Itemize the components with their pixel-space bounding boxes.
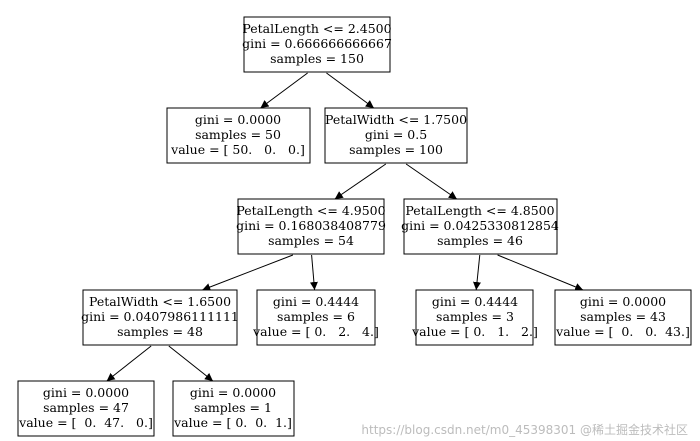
- node-line: PetalLength <= 4.9500: [236, 203, 385, 218]
- node-line: PetalLength <= 2.4500: [242, 21, 391, 36]
- tree-node-petallength-485: PetalLength <= 4.8500 gini = 0.042533081…: [401, 198, 559, 255]
- node-line: samples = 54: [268, 233, 354, 248]
- tree-node-petalwidth-165: PetalWidth <= 1.6500 gini = 0.0407986111…: [81, 289, 239, 346]
- tree-edge: [497, 254, 584, 291]
- tree-node-leaf-samples-6: gini = 0.4444 samples = 6 value = [ 0. 2…: [252, 289, 379, 346]
- tree-edge: [326, 72, 375, 109]
- node-line: samples = 48: [117, 324, 203, 339]
- node-line: samples = 100: [349, 142, 443, 157]
- tree-nodes: PetalLength <= 2.4500 gini = 0.666666666…: [17, 16, 692, 437]
- tree-edge: [405, 163, 458, 200]
- node-line: value = [ 0. 2. 4.]: [252, 324, 379, 339]
- node-line: samples = 1: [194, 400, 272, 415]
- node-line: value = [ 50. 0. 0.]: [170, 142, 305, 157]
- node-line: samples = 6: [277, 309, 355, 324]
- node-line: samples = 50: [195, 127, 281, 142]
- tree-node-leaf-setosa: gini = 0.0000 samples = 50 value = [ 50.…: [166, 107, 311, 164]
- node-line: samples = 47: [43, 400, 129, 415]
- tree-edge: [260, 72, 308, 109]
- tree-edge: [106, 345, 152, 382]
- tree-edge: [473, 254, 481, 291]
- tree-node-petalwidth-175: PetalWidth <= 1.7500 gini = 0.5 samples …: [324, 107, 468, 164]
- node-line: samples = 3: [436, 309, 514, 324]
- node-line: gini = 0.4444: [273, 294, 359, 309]
- tree-edge: [168, 345, 214, 382]
- node-line: gini = 0.0000: [580, 294, 666, 309]
- node-line: PetalWidth <= 1.7500: [325, 112, 467, 127]
- node-line: PetalWidth <= 1.6500: [89, 294, 231, 309]
- node-line: gini = 0.666666666667: [242, 36, 392, 51]
- node-line: value = [ 0. 1. 2.]: [411, 324, 538, 339]
- node-line: gini = 0.4444: [432, 294, 518, 309]
- watermark-text: https://blog.csdn.net/m0_45398301 @稀土掘金技…: [361, 422, 688, 437]
- tree-edges: [106, 72, 584, 382]
- node-line: value = [ 0. 47. 0.]: [18, 415, 153, 430]
- tree-node-leaf-samples-3: gini = 0.4444 samples = 3 value = [ 0. 1…: [411, 289, 538, 346]
- node-line: samples = 150: [270, 51, 364, 66]
- node-line: PetalLength <= 4.8500: [405, 203, 554, 218]
- tree-node-leaf-samples-43: gini = 0.0000 samples = 43 value = [ 0. …: [554, 289, 692, 346]
- tree-edge: [202, 254, 294, 291]
- node-line: samples = 46: [437, 233, 523, 248]
- tree-node-root: PetalLength <= 2.4500 gini = 0.666666666…: [242, 16, 392, 73]
- tree-node-leaf-samples-47: gini = 0.0000 samples = 47 value = [ 0. …: [17, 380, 155, 437]
- tree-edge: [309, 254, 318, 291]
- node-line: gini = 0.0000: [195, 112, 281, 127]
- tree-node-petallength-495: PetalLength <= 4.9500 gini = 0.168038408…: [236, 198, 386, 255]
- node-line: gini = 0.0425330812854: [401, 218, 559, 233]
- tree-edge: [334, 163, 387, 200]
- node-line: gini = 0.0407986111111: [81, 309, 239, 324]
- node-line: gini = 0.5: [365, 127, 427, 142]
- node-line: gini = 0.168038408779: [236, 218, 386, 233]
- node-line: gini = 0.0000: [190, 385, 276, 400]
- node-line: gini = 0.0000: [43, 385, 129, 400]
- node-line: value = [ 0. 0. 1.]: [173, 415, 292, 430]
- node-line: samples = 43: [580, 309, 666, 324]
- tree-node-leaf-samples-1: gini = 0.0000 samples = 1 value = [ 0. 0…: [172, 380, 295, 437]
- node-line: value = [ 0. 0. 43.]: [555, 324, 690, 339]
